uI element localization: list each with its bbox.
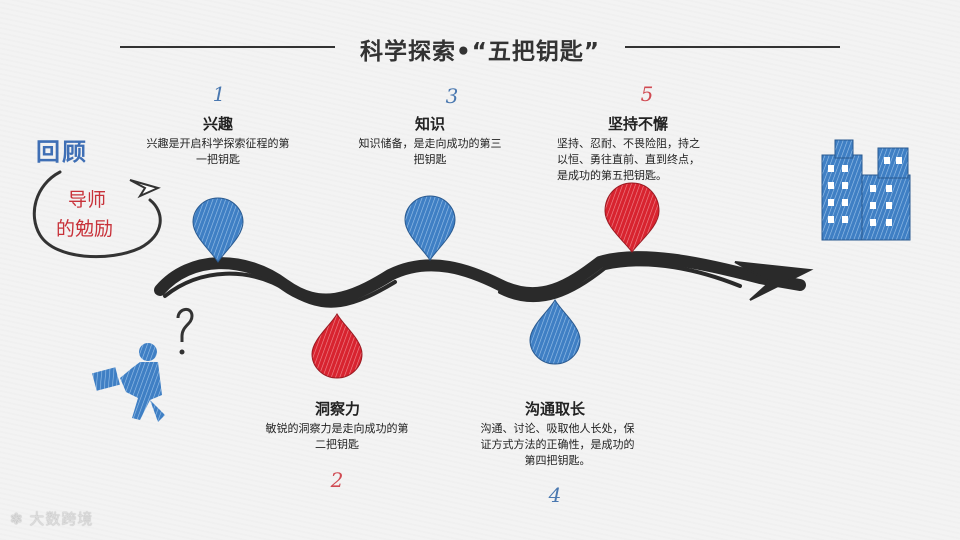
watermark-text: 大数跨境 (29, 510, 93, 528)
pin-1-icon (193, 198, 243, 262)
key-2-desc: 敏锐的洞察力是走向成功的第二把钥匙 (262, 421, 412, 453)
building-icon (822, 140, 910, 240)
key-2-number: 2 (322, 468, 352, 492)
running-person-icon (92, 309, 192, 422)
wavy-path (160, 257, 810, 306)
key-1-desc: 兴趣是开启科学探索征程的第一把钥匙 (143, 136, 293, 168)
review-line-2: 导师 (68, 185, 106, 212)
pin-4-icon (530, 300, 580, 364)
key-3-label: 知识 (390, 113, 470, 134)
key-5-label: 坚持不懈 (588, 113, 688, 134)
pin-5-icon (605, 183, 659, 252)
key-5-desc: 坚持、忍耐、不畏险阻，持之以恒、勇往直前、直到终点，是成功的第五把钥匙。 (557, 136, 705, 184)
key-3-number: 3 (437, 84, 467, 108)
pin-3-icon (405, 196, 455, 260)
watermark-logo: ❃ 大数跨境 (10, 508, 93, 529)
review-line-3: 的勉励 (56, 214, 113, 241)
key-4-number: 4 (540, 483, 570, 507)
review-heading: 回顾 (36, 132, 88, 167)
pin-2-icon (312, 314, 362, 378)
key-1-label: 兴趣 (178, 113, 258, 134)
key-1-number: 1 (204, 82, 234, 106)
key-4-desc: 沟通、讨论、吸取他人长处，保证方式方法的正确性，是成功的第四把钥匙。 (480, 421, 635, 469)
watermark-icon: ❃ (10, 510, 29, 528)
key-5-number: 5 (632, 82, 662, 106)
key-4-label: 沟通取长 (505, 398, 605, 419)
key-2-label: 洞察力 (290, 398, 385, 419)
key-3-desc: 知识储备，是走向成功的第三把钥匙 (355, 136, 505, 168)
